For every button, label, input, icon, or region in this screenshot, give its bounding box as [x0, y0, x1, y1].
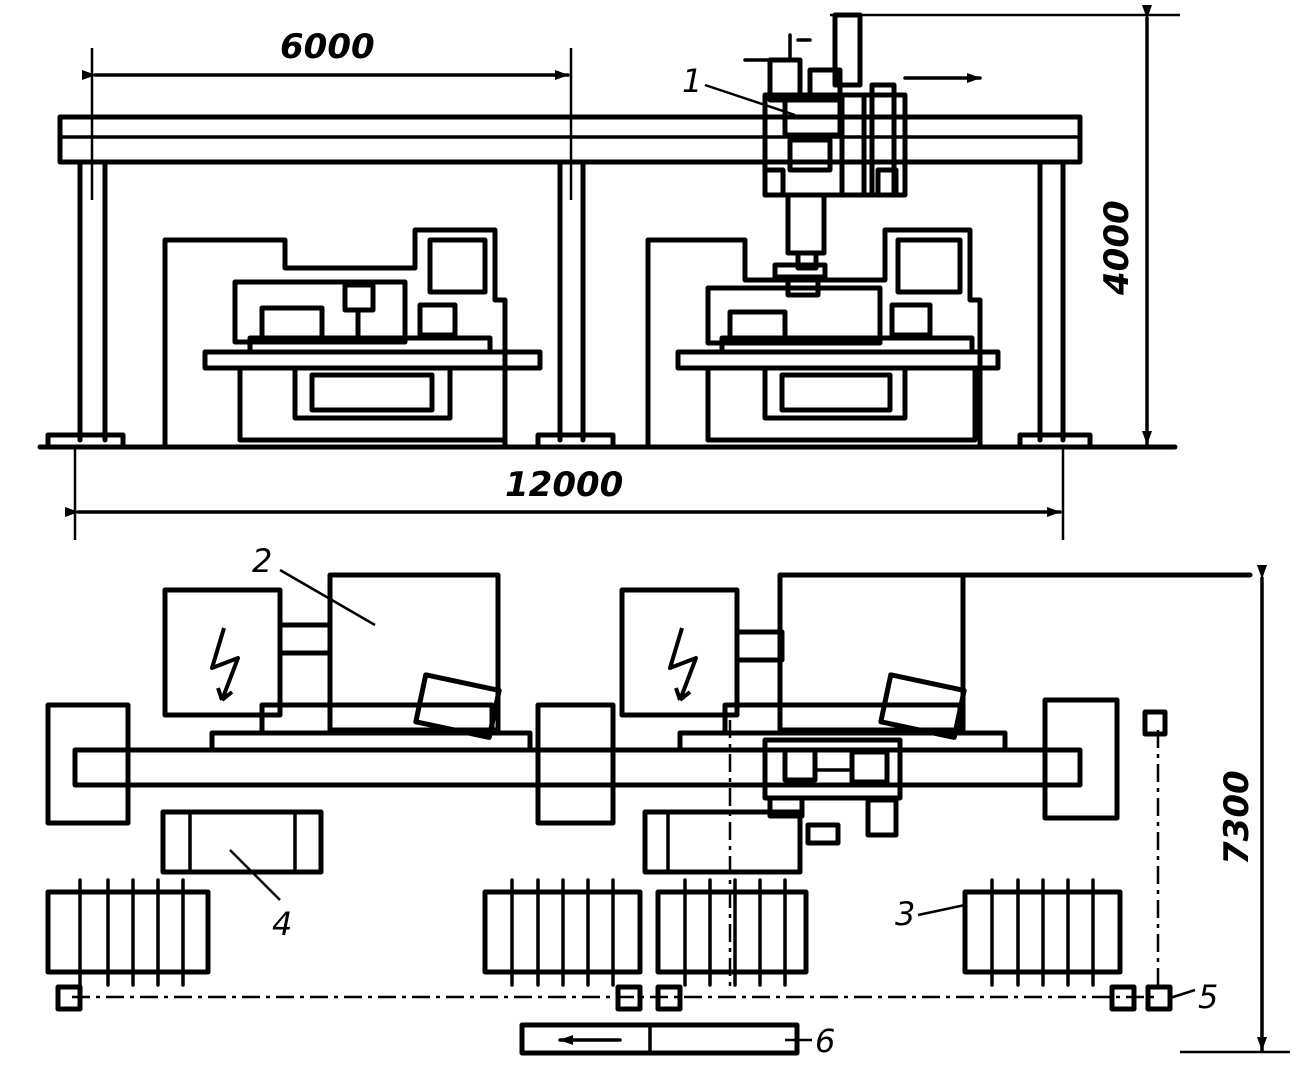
storage-rack-1 [45, 878, 211, 987]
label-6: 6 [815, 1022, 835, 1060]
machine-plan-right [619, 572, 1008, 753]
marker-post [55, 984, 83, 1012]
machine-tool-right [645, 227, 1001, 450]
storage-rack-4 [962, 878, 1123, 987]
dim-4000: 4000 [830, 5, 1180, 446]
label-5: 5 [1198, 978, 1218, 1016]
label-1: 1 [682, 62, 702, 100]
machine-plan-left [162, 572, 533, 753]
electric-cabinet-icon [210, 627, 240, 702]
dim-label-6000: 6000 [280, 27, 375, 67]
front-elevation: 1 6000 12000 4000 [37, 5, 1180, 540]
gantry-robot-carriage [743, 12, 982, 298]
dim-12000: 12000 [65, 447, 1065, 540]
pallet-4b [642, 809, 803, 875]
electric-cabinet-icon-2 [668, 627, 698, 702]
storage-rack-2 [482, 878, 643, 987]
dim-6000: 6000 [82, 27, 573, 200]
gantry-rail-plan [72, 747, 1083, 788]
machine-tool-left [162, 227, 543, 450]
label-2: 2 [252, 542, 272, 580]
dim-label-4000: 4000 [1097, 200, 1137, 296]
dim-label-12000: 12000 [505, 465, 623, 505]
robot-carriage-plan [762, 737, 903, 846]
gantry-columns [45, 159, 1093, 450]
dim-label-7300: 7300 [1217, 770, 1257, 865]
plan-view: 4 [45, 542, 1290, 1060]
pallet-4 [160, 809, 324, 875]
label-3: 3 [895, 895, 915, 933]
storage-rack-3 [655, 878, 809, 987]
label-4: 4 [272, 905, 292, 943]
conveyor-6 [519, 1022, 800, 1056]
dim-7300: 7300 [1180, 565, 1290, 1054]
